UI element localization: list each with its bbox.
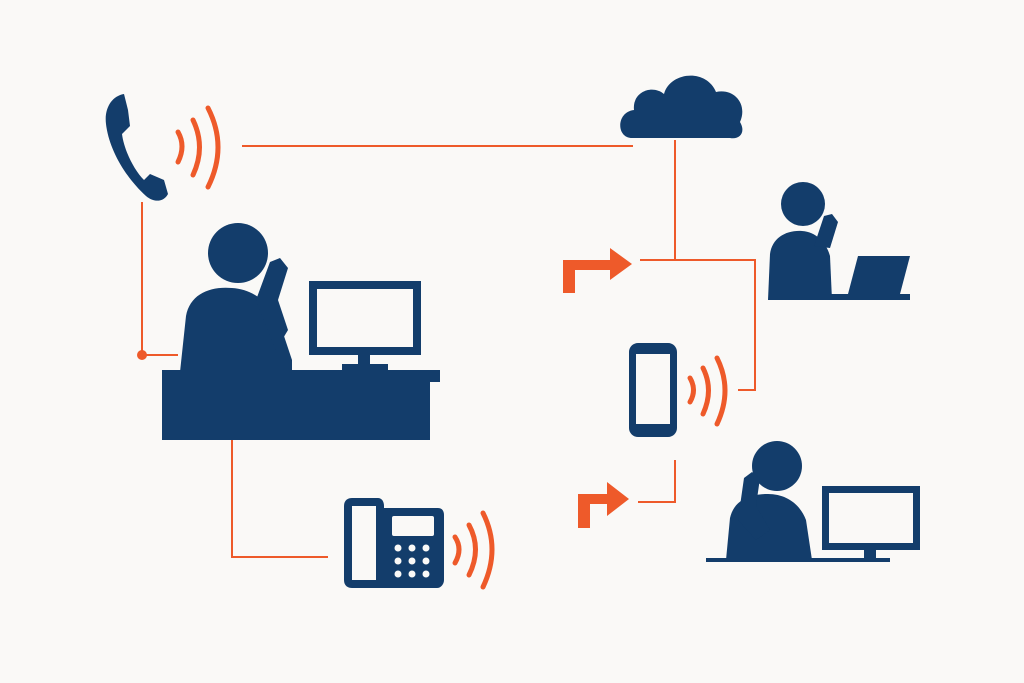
person-arm-handset	[256, 258, 288, 350]
person-arm-handset	[738, 472, 770, 540]
line-call-to-desk	[141, 202, 178, 356]
ringing-waves-icon	[452, 510, 495, 590]
ringing-waves-icon	[175, 105, 221, 190]
monitor-neck	[358, 355, 370, 365]
line-desk-to-deskphone	[231, 440, 328, 558]
person-on-phone-with-monitor-icon	[706, 441, 920, 562]
laptop-screen	[848, 256, 910, 294]
line-branch-to-mobile	[738, 260, 756, 391]
person-on-phone-with-laptop-icon	[768, 182, 910, 300]
forward-arrow-icon	[578, 482, 629, 528]
person-head	[781, 182, 825, 226]
connector-lines	[137, 140, 756, 558]
monitor-screen	[309, 281, 421, 355]
monitor-neck	[864, 550, 876, 558]
monitor-screen	[822, 486, 920, 550]
line-junction-dot	[137, 350, 147, 360]
line-branch-to-laptop	[640, 259, 756, 290]
desk-line	[706, 558, 890, 562]
person-body	[726, 494, 812, 560]
monitor-base	[342, 364, 388, 370]
forward-arrow-icon	[563, 248, 632, 293]
person-head	[208, 223, 268, 283]
person-on-phone-at-desk-with-monitor-icon	[162, 223, 440, 440]
person-head	[752, 441, 802, 491]
desk-top	[162, 370, 440, 440]
laptop-base	[822, 294, 910, 300]
cloud-icon	[620, 75, 743, 139]
ringing-waves-icon	[687, 355, 728, 427]
phone-handset-icon	[105, 94, 168, 201]
desk-phone-icon	[344, 498, 444, 588]
smartphone-icon	[629, 343, 677, 437]
person-body	[768, 230, 832, 300]
line-mobile-to-desktop-worker	[638, 460, 676, 503]
person-arm-handset	[814, 214, 838, 248]
